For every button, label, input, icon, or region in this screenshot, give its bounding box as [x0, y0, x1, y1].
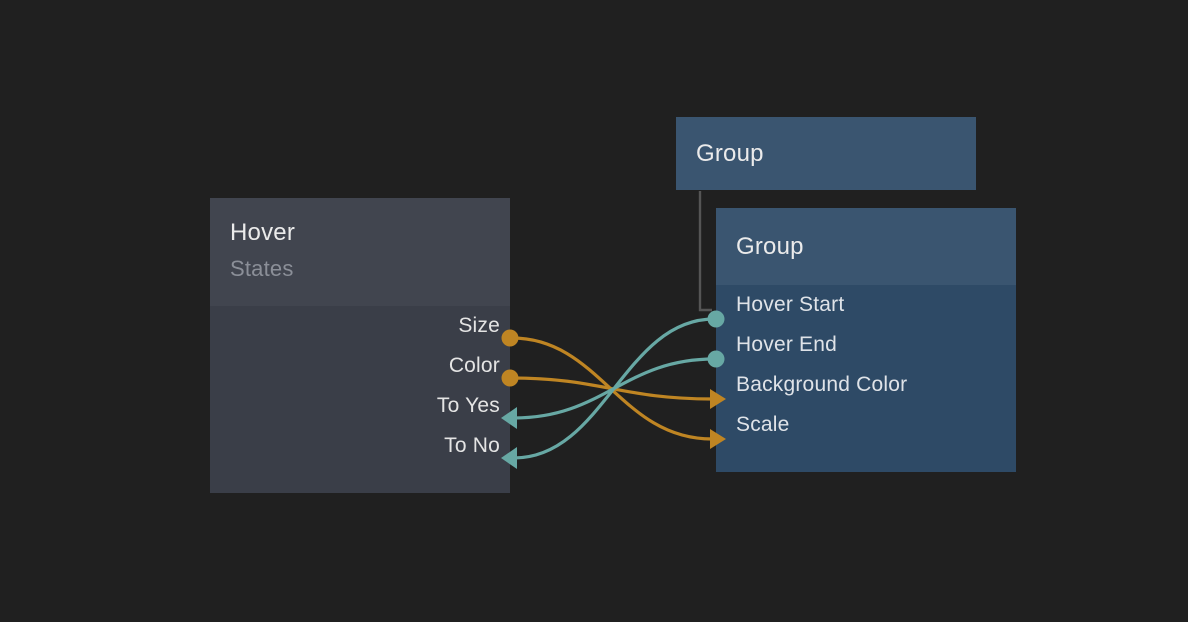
group-bracket-line	[698, 191, 712, 312]
port-handle-color[interactable]	[501, 369, 527, 395]
port-arrow-to-no-icon	[501, 447, 517, 469]
port-handle-size[interactable]	[501, 329, 527, 355]
port-dot-hover-start-icon	[707, 310, 725, 328]
node-hover-title: Hover	[230, 219, 296, 246]
node-group-expanded-header[interactable]: Group	[716, 208, 1016, 285]
port-label-color: Color	[448, 354, 500, 377]
port-handle-hover-start[interactable]	[707, 310, 733, 336]
port-row-hover-end[interactable]: Hover End	[716, 325, 837, 365]
node-group-expanded-title: Group	[736, 233, 804, 260]
wire-color-to-background-color	[510, 376, 714, 401]
port-handle-scale[interactable]	[710, 429, 734, 459]
wire-size-to-scale	[510, 336, 714, 441]
port-row-size[interactable]: Size	[210, 306, 510, 346]
port-label-hover-end: Hover End	[736, 333, 838, 356]
port-label-scale: Scale	[736, 413, 790, 436]
port-handle-hover-end[interactable]	[707, 350, 733, 376]
wire-hover-end-to-to-yes	[512, 357, 716, 420]
port-label-to-yes: To Yes	[436, 394, 500, 417]
port-row-to-no[interactable]: To No	[210, 426, 510, 466]
port-handle-to-no[interactable]	[501, 447, 525, 480]
node-group-expanded-body: Hover Start Hover End Background Color S…	[716, 285, 1016, 472]
node-group-collapsed[interactable]: Group	[676, 117, 976, 190]
node-group-collapsed-title: Group	[696, 140, 764, 167]
port-handle-to-yes[interactable]	[501, 407, 525, 440]
node-hover-header[interactable]: Hover States	[210, 198, 510, 306]
port-label-background-color: Background Color	[736, 373, 908, 396]
node-hover-body: Size Color To Yes To No	[210, 306, 510, 493]
port-arrow-scale-icon	[710, 429, 726, 449]
port-row-background-color[interactable]: Background Color	[716, 365, 907, 405]
node-hover[interactable]: Hover States Size Color To Yes To No	[210, 198, 510, 493]
port-row-scale[interactable]: Scale	[716, 405, 790, 445]
port-label-size: Size	[458, 314, 500, 337]
port-row-to-yes[interactable]: To Yes	[210, 386, 510, 426]
port-dot-hover-end-icon	[707, 350, 725, 368]
port-row-hover-start[interactable]: Hover Start	[716, 285, 844, 325]
port-arrow-background-color-icon	[710, 389, 726, 409]
port-row-color[interactable]: Color	[210, 346, 510, 386]
wire-hover-start-to-to-no	[512, 317, 716, 460]
port-dot-color-icon	[501, 369, 519, 387]
port-label-hover-start: Hover Start	[736, 293, 845, 316]
port-label-to-no: To No	[444, 434, 500, 457]
node-group-expanded[interactable]: Group Hover Start Hover End Background C…	[716, 208, 1016, 472]
port-arrow-to-yes-icon	[501, 407, 517, 429]
port-handle-background-color[interactable]	[710, 389, 734, 419]
port-dot-size-icon	[501, 329, 519, 347]
node-hover-subtitle: States	[230, 256, 294, 281]
